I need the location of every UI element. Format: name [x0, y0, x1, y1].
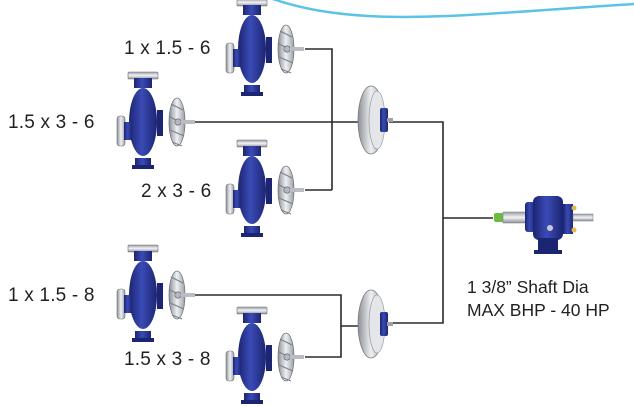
pump-label-p4: 1 x 1.5 - 8: [8, 285, 95, 306]
max-bhp-label: MAX BHP - 40 HP: [467, 300, 610, 320]
pump-p3: [225, 139, 305, 238]
adapter-top: [357, 85, 394, 155]
pump-p5: [225, 306, 305, 405]
line-p5: [305, 325, 369, 358]
pump-label-p5: 1.5 x 3 - 8: [124, 349, 211, 370]
connector-lines: [195, 48, 493, 358]
power-frame: [494, 196, 594, 254]
pump-label-p2: 1.5 x 3 - 6: [8, 112, 95, 133]
pump-label-p3: 2 x 3 - 6: [141, 181, 212, 202]
adapter-bottom: [357, 289, 394, 359]
pump-p4: [116, 244, 196, 343]
decorative-arc: [272, 0, 634, 19]
line-p1: [305, 48, 333, 190]
line-adapter-top: [389, 121, 444, 324]
pump-p1: [225, 0, 305, 97]
pump-label-p1: 1 x 1.5 - 6: [124, 38, 211, 59]
pump-p2: [116, 71, 196, 170]
line-p4: [195, 294, 342, 326]
shaft-dia-label: 1 3/8” Shaft Dia: [467, 277, 589, 297]
